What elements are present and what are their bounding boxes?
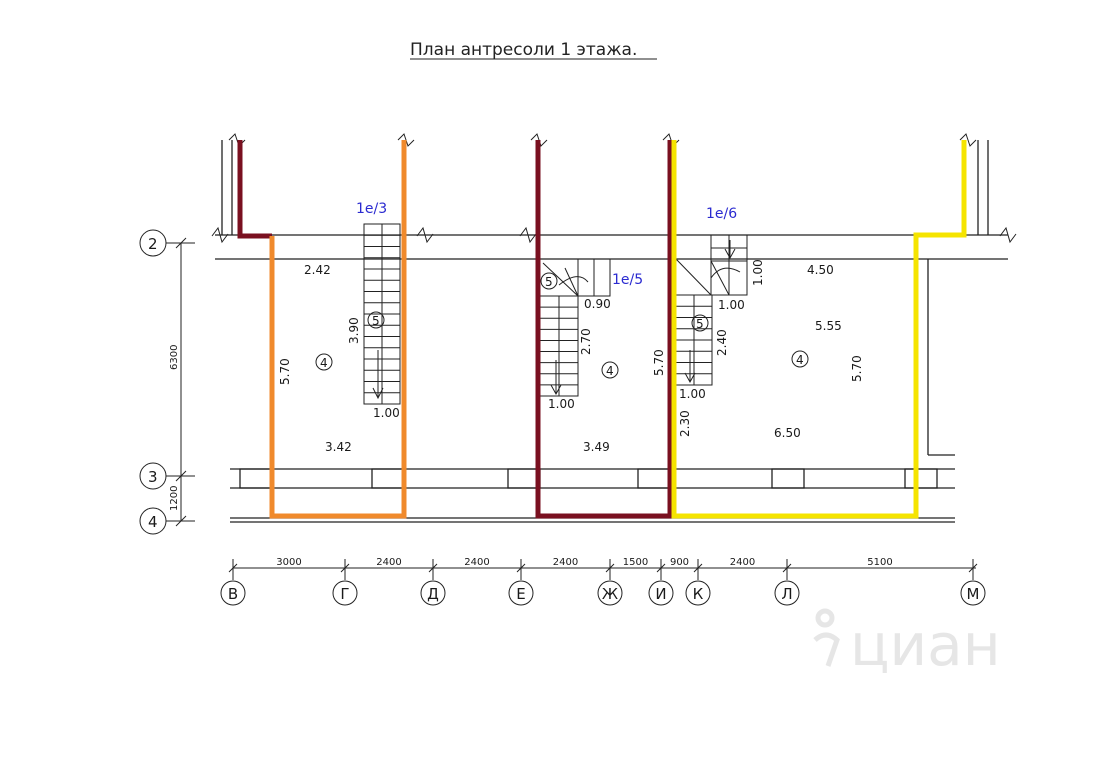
- row-spacing-1: 6300: [169, 345, 180, 370]
- column-axis-circle: [220, 580, 246, 606]
- room-marker-5: 4: [796, 353, 804, 367]
- watermark-logo: [813, 608, 840, 667]
- column-spacing-3: 2400: [464, 557, 489, 568]
- column-axis-circle: [774, 580, 800, 606]
- room-markers: 4 5 4 5 4 5: [315, 272, 809, 379]
- column-axis-circle: [597, 580, 623, 606]
- building-walls: [211, 133, 1017, 523]
- dim-u1-width-top: 2.42: [304, 263, 331, 277]
- unit-boundaries: [237, 140, 967, 519]
- column-spacing-4: 2400: [553, 557, 578, 568]
- dim-u2-stair-width: 1.00: [548, 397, 575, 411]
- dim-u3-stair-width: 1.00: [679, 387, 706, 401]
- unit-2-boundary: [535, 140, 673, 519]
- dim-u1-stair-height: 3.90: [347, 317, 361, 344]
- dim-u1-stair-width: 1.00: [373, 406, 400, 420]
- unit-3-boundary: [671, 140, 967, 519]
- column-spacing-7: 2400: [730, 557, 755, 568]
- dim-u2-landing: 0.90: [584, 297, 611, 311]
- column-axis-1: В: [228, 585, 238, 603]
- stair-label-1: 1е/3: [356, 201, 387, 217]
- column-axis-9: М: [967, 585, 980, 603]
- column-axis-circle: [960, 580, 986, 606]
- column-spacing-6: 900: [670, 557, 689, 568]
- column-axis-4: Е: [516, 585, 525, 603]
- dim-u2-width-bottom: 3.49: [583, 440, 610, 454]
- room-marker-2: 5: [372, 314, 380, 328]
- plan-title: План антресоли 1 этажа.: [410, 40, 637, 60]
- row-spacing-2: 1200: [169, 486, 180, 511]
- room-marker-1: 4: [320, 356, 328, 370]
- column-axis-circle: [420, 580, 446, 606]
- room-marker-6: 5: [696, 317, 704, 331]
- column-spacing-8: 5100: [867, 557, 892, 568]
- unit-1-boundary: [269, 140, 407, 519]
- column-axis-circle: [685, 580, 711, 606]
- stair-label-2: 1е/5: [612, 272, 643, 288]
- column-axis-8: Л: [781, 585, 792, 603]
- dim-u3-stair-height: 2.40: [715, 329, 729, 356]
- column-axis-5: Ж: [602, 585, 618, 603]
- column-spacing-1: 3000: [276, 557, 301, 568]
- dim-u2-stair-height: 2.70: [579, 328, 593, 355]
- column-axis-circle: [508, 580, 534, 606]
- dim-u3-landing: 1.00: [718, 298, 745, 312]
- row-axis-3: 3: [148, 468, 158, 486]
- column-axis-7: К: [693, 585, 704, 603]
- dim-u1-width-bottom: 3.42: [325, 440, 352, 454]
- room-marker-4: 5: [545, 275, 553, 289]
- column-axis-circle: [332, 580, 358, 606]
- unit-1-left-boundary: [237, 140, 272, 239]
- row-axis-4: 4: [148, 513, 158, 531]
- column-spacing-5: 1500: [623, 557, 648, 568]
- column-axis-3: Д: [427, 585, 439, 603]
- column-axis-6: И: [655, 585, 666, 603]
- column-axis-circle: [648, 580, 674, 606]
- dim-u3-width-bottom: 6.50: [774, 426, 801, 440]
- dim-u3-height: 5.70: [850, 355, 864, 382]
- column-axis-2: Г: [340, 585, 349, 603]
- column-spacing-2: 2400: [376, 557, 401, 568]
- watermark: циан: [850, 611, 1001, 679]
- dim-u3-width-top: 4.50: [807, 263, 834, 277]
- dim-u1-height: 5.70: [278, 358, 292, 385]
- dim-u2-height: 5.70: [652, 349, 666, 376]
- dim-u3-stair-top-height: 1.00: [751, 259, 765, 286]
- stair-label-3: 1е/6: [706, 206, 737, 222]
- dim-u3-bottom-height: 2.30: [678, 410, 692, 437]
- row-axes: 2 3 4 6300 1200: [139, 229, 195, 535]
- row-axis-2: 2: [148, 235, 158, 253]
- room-marker-3: 4: [606, 364, 614, 378]
- dim-u3-width-mid: 5.55: [815, 319, 842, 333]
